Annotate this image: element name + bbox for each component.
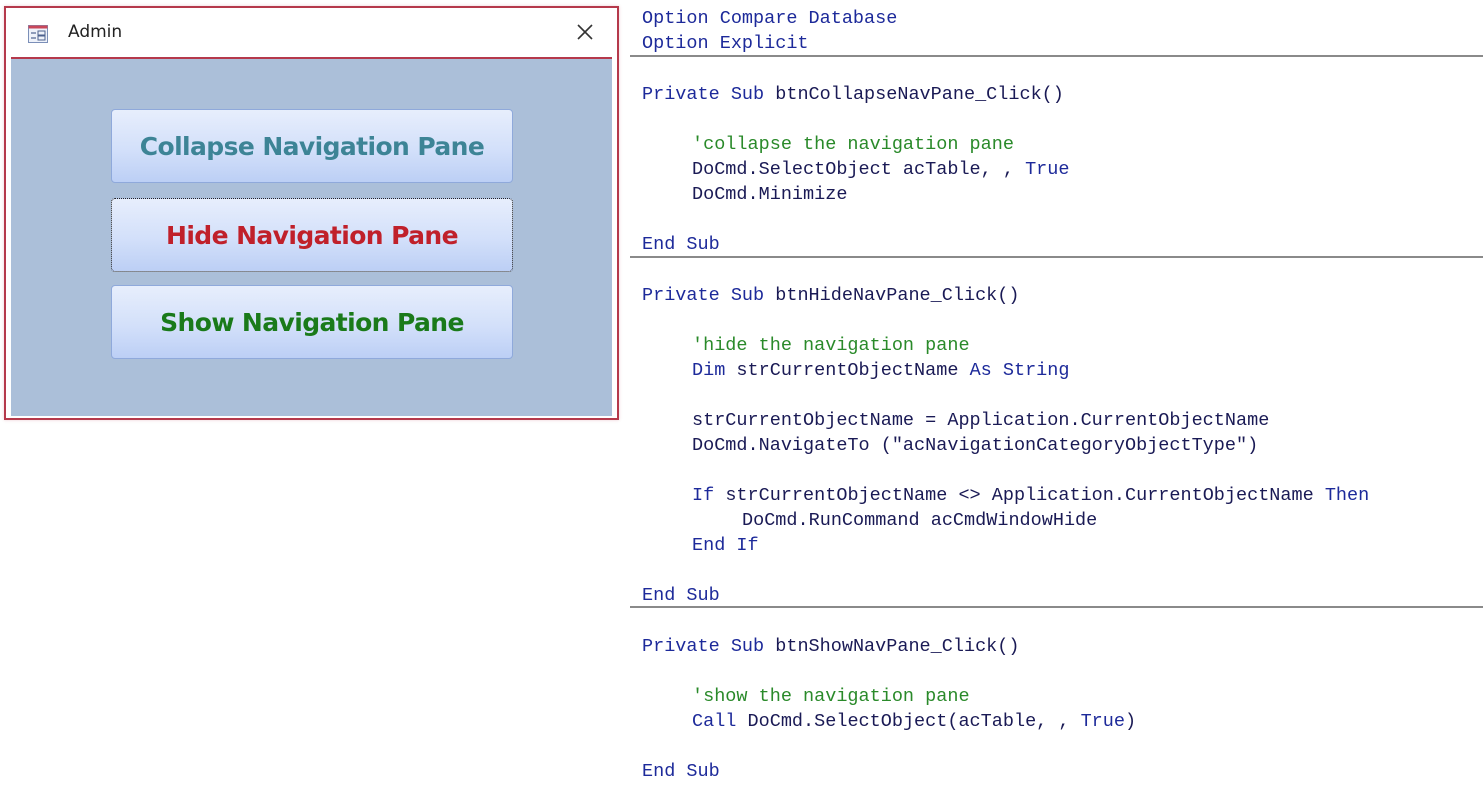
- procedure-separator: [630, 55, 1483, 57]
- code-line: DoCmd.NavigateTo ("acNavigationCategoryO…: [692, 435, 1259, 456]
- code-line: strCurrentObjectName = Application.Curre…: [692, 410, 1270, 431]
- show-navigation-pane-button[interactable]: Show Navigation Pane: [111, 285, 513, 359]
- window-title: Admin: [68, 22, 123, 42]
- button-label: Collapse Navigation Pane: [139, 131, 485, 161]
- code-comment: 'collapse the navigation pane: [692, 134, 1014, 155]
- admin-form-window: Admin Collapse Navigation Pane Hide Navi…: [4, 6, 619, 420]
- code-line: Call DoCmd.SelectObject(acTable, , True): [692, 711, 1137, 732]
- close-icon[interactable]: [573, 20, 597, 44]
- vba-code-pane[interactable]: Option Compare Database Option Explicit …: [630, 0, 1483, 794]
- code-line: DoCmd.Minimize: [692, 184, 848, 205]
- form-detail-section: Collapse Navigation Pane Hide Navigation…: [11, 57, 612, 416]
- code-line: Dim strCurrentObjectName As String: [692, 360, 1070, 381]
- code-line: DoCmd.SelectObject acTable, , True: [692, 159, 1070, 180]
- code-line: If strCurrentObjectName <> Application.C…: [692, 485, 1370, 506]
- button-label: Show Navigation Pane: [160, 307, 464, 337]
- form-icon: [28, 25, 48, 43]
- sub-signature: Private Sub btnCollapseNavPane_Click(): [642, 84, 1064, 105]
- end-sub: End Sub: [642, 234, 720, 255]
- hide-navigation-pane-button[interactable]: Hide Navigation Pane: [111, 198, 513, 272]
- sub-signature: Private Sub btnHideNavPane_Click(): [642, 285, 1020, 306]
- code-line: Option Compare Database: [642, 8, 898, 29]
- code-comment: 'show the navigation pane: [692, 686, 970, 707]
- code-comment: 'hide the navigation pane: [692, 335, 970, 356]
- title-bar[interactable]: Admin: [6, 8, 617, 58]
- button-label: Hide Navigation Pane: [166, 220, 459, 250]
- procedure-separator: [630, 256, 1483, 258]
- end-sub: End Sub: [642, 761, 720, 782]
- code-line: End If: [692, 535, 759, 556]
- end-sub: End Sub: [642, 585, 720, 606]
- procedure-separator: [630, 606, 1483, 608]
- collapse-navigation-pane-button[interactable]: Collapse Navigation Pane: [111, 109, 513, 183]
- code-line: DoCmd.RunCommand acCmdWindowHide: [742, 510, 1098, 531]
- sub-signature: Private Sub btnShowNavPane_Click(): [642, 636, 1020, 657]
- code-line: Option Explicit: [642, 33, 809, 54]
